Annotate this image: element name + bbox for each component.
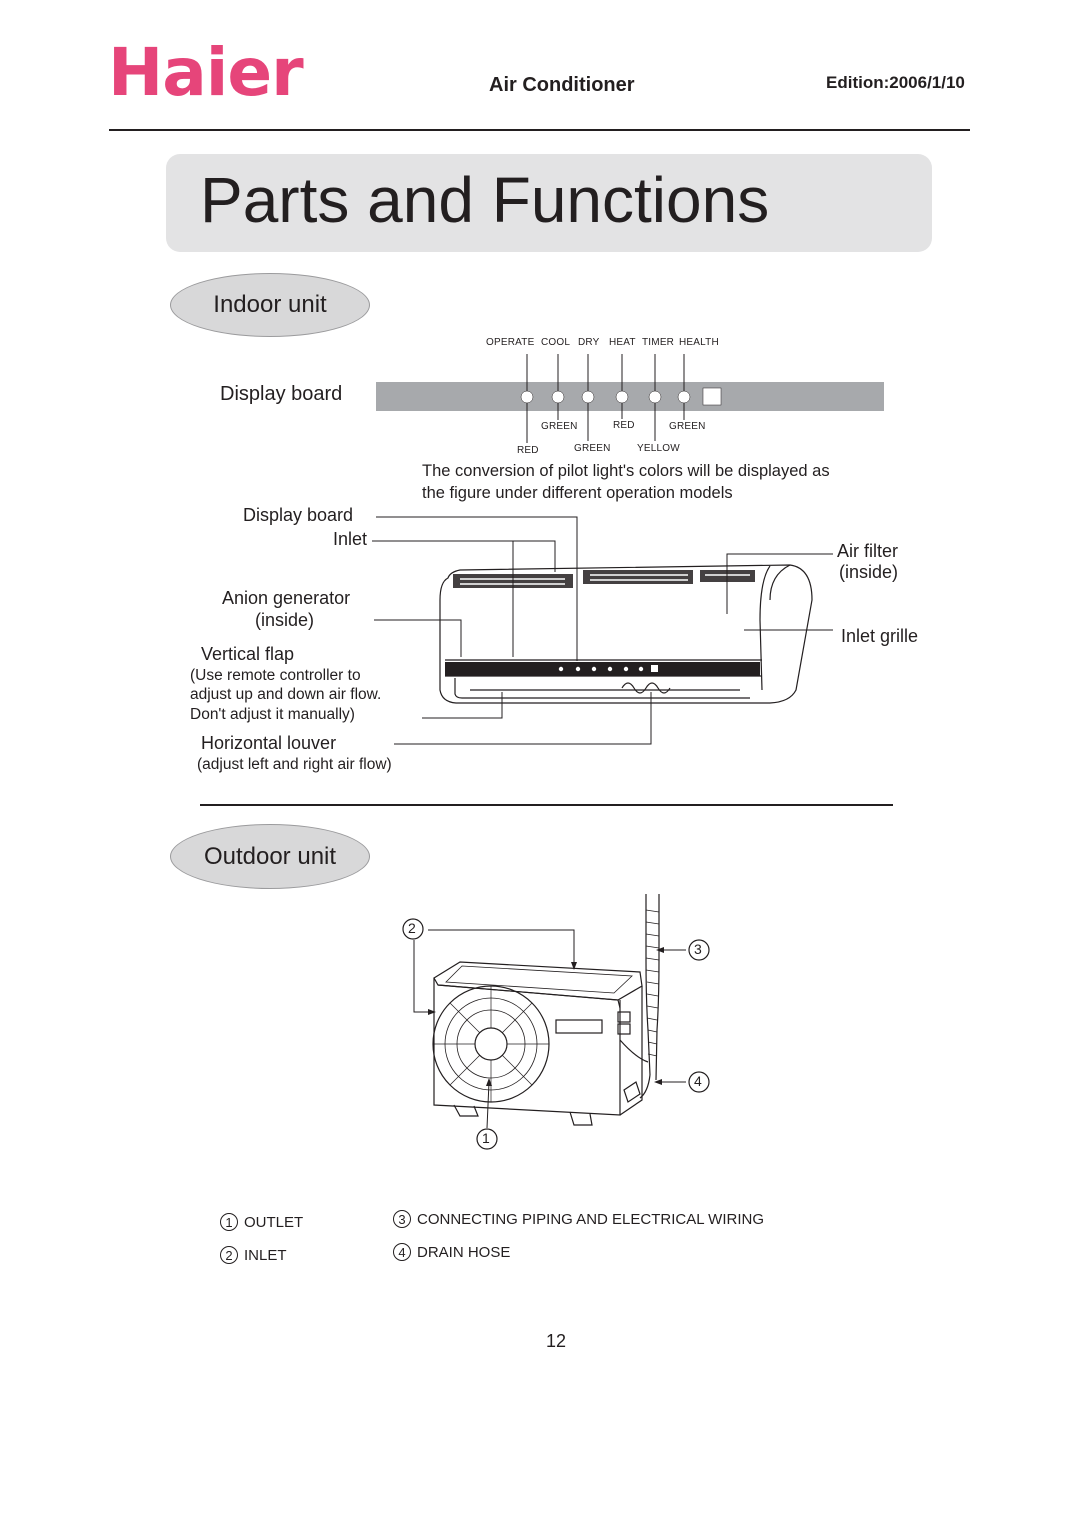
conversion-note-line1: The conversion of pilot light's colors w… [422, 462, 830, 480]
callout-2 [402, 918, 424, 940]
page-number: 12 [546, 1331, 567, 1351]
legend-number-4: 4 [393, 1243, 411, 1261]
part-label-air-filter: Air filter [837, 541, 899, 561]
part-label-anion-inside: (inside) [255, 610, 315, 630]
indicator-label-timer: TIMER [642, 337, 675, 348]
part-label-vertical-flap: Vertical flap [201, 644, 295, 664]
legend-item-drain-hose: 4 DRAIN HOSE [393, 1243, 510, 1261]
receiver-window [702, 387, 722, 406]
color-label-green-2: GREEN [669, 421, 706, 432]
indoor-unit-heading-text: Indoor unit [213, 291, 327, 318]
indoor-unit-heading: Indoor unit [170, 273, 370, 337]
leader-display-board [376, 516, 578, 661]
legend-text-outlet: OUTLET [244, 1213, 304, 1231]
indicator-label-dry: DRY [578, 337, 600, 348]
callout-1-number: 1 [482, 1130, 490, 1146]
legend-number-2: 2 [220, 1246, 238, 1264]
page-title: Parts and Functions [200, 164, 770, 236]
brand-logo: Haier [108, 34, 304, 111]
conversion-note-line2: the figure under different operation mod… [422, 484, 733, 502]
outdoor-unit-heading-text: Outdoor unit [203, 842, 337, 870]
legend-item-piping: 3 CONNECTING PIPING AND ELECTRICAL WIRIN… [393, 1210, 764, 1228]
part-label-horizontal-louver: Horizontal louver [201, 733, 337, 753]
part-label-air-filter-inside: (inside) [839, 562, 899, 582]
leader-anion [374, 619, 462, 657]
legend-text-inlet: INLET [244, 1246, 287, 1264]
edition-date: Edition:2006/1/10 [826, 73, 965, 92]
leader-inlet [372, 540, 556, 572]
callout-3 [688, 939, 710, 961]
display-board-title: Display board [220, 383, 343, 405]
indicator-label-cool: COOL [541, 337, 571, 348]
part-label-display-board: Display board [243, 505, 354, 525]
color-label-yellow: YELLOW [637, 443, 680, 454]
color-label-green-1: GREEN [541, 421, 578, 432]
legend-text-piping: CONNECTING PIPING AND ELECTRICAL WIRING [417, 1210, 764, 1228]
indicator-light-cool [551, 390, 565, 404]
leader-horizontal-louver [394, 692, 652, 745]
vertical-flap-note-2: adjust up and down air flow. [190, 686, 382, 703]
indicator-label-heat: HEAT [609, 337, 636, 348]
part-label-anion-generator: Anion generator [222, 588, 351, 608]
indicator-light-timer [648, 390, 662, 404]
leader-air-filter [726, 553, 833, 614]
callout-4-number: 4 [694, 1073, 702, 1089]
indicator-light-heat [615, 390, 629, 404]
vertical-flap-note-1: (Use remote controller to [190, 667, 361, 684]
part-label-inlet: Inlet [333, 529, 368, 549]
legend-item-inlet: 2 INLET [220, 1246, 287, 1264]
color-label-green-3: GREEN [574, 443, 611, 454]
legend-text-drain-hose: DRAIN HOSE [417, 1243, 511, 1261]
indicator-light-dry [581, 390, 595, 404]
indicator-light-operate [520, 390, 534, 404]
callout-1 [476, 1128, 498, 1150]
section-divider [200, 804, 893, 806]
vertical-flap-note-3: Don't adjust it manually) [190, 706, 355, 723]
horizontal-louver-note: (adjust left and right air flow) [197, 756, 392, 773]
callout-2-number: 2 [408, 920, 416, 936]
color-label-red-2: RED [517, 445, 539, 456]
indicator-light-health [677, 390, 691, 404]
color-label-red-1: RED [613, 420, 635, 431]
outdoor-unit-heading: Outdoor unit [170, 824, 370, 889]
header-divider [109, 129, 970, 131]
leader-vertical-flap [422, 692, 503, 719]
callout-4 [688, 1071, 710, 1093]
display-board-bar [376, 382, 884, 411]
legend-item-outlet: 1 OUTLET [220, 1213, 303, 1231]
callout-3-number: 3 [694, 941, 702, 957]
product-name: Air Conditioner [489, 74, 635, 96]
part-label-inlet-grille: Inlet grille [841, 626, 919, 646]
indicator-label-health: HEALTH [679, 337, 719, 348]
title-banner [166, 154, 932, 252]
indicator-label-operate: OPERATE [486, 337, 535, 348]
legend-number-1: 1 [220, 1213, 238, 1231]
outdoor-unit-drawing [432, 961, 643, 1126]
legend-number-3: 3 [393, 1210, 411, 1228]
